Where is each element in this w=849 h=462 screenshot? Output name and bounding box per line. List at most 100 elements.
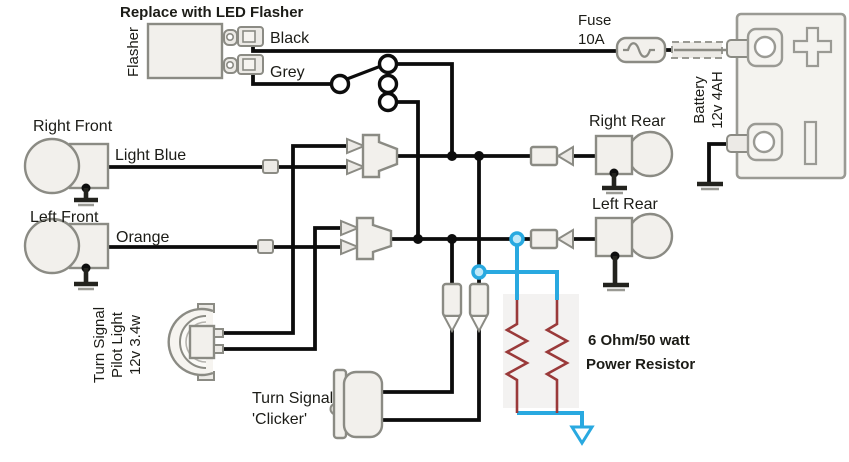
right-rear-lamp <box>594 130 674 195</box>
fuse-rating: 10A <box>578 31 605 48</box>
junction-dot <box>413 234 423 244</box>
lamp-bulb <box>626 212 674 260</box>
connector-body <box>529 145 559 167</box>
spade-prong <box>346 158 367 176</box>
arrow-terminal-icon <box>556 145 574 167</box>
blue-tap-dot-1 <box>509 231 525 247</box>
switch-right-feed-wire <box>394 62 454 156</box>
right-front-label: Right Front <box>33 118 113 135</box>
battery-negative-wire <box>707 142 731 184</box>
resistor-feed-right-circuit <box>479 270 559 300</box>
flasher-box <box>146 22 224 80</box>
splice-connector-right <box>346 133 399 179</box>
junction-dot <box>447 151 457 161</box>
orange-label: Orange <box>116 229 169 246</box>
blue-tap-dot-2 <box>471 264 487 280</box>
spade-inner <box>242 30 256 43</box>
fuse-label: Fuse <box>578 12 611 29</box>
flasher-terminal-black <box>223 26 264 47</box>
blue-labels: Replace with LED Flasher 6 Ohm/50 watt P… <box>120 4 695 373</box>
lamp-housing <box>594 134 634 176</box>
right-rear-connector <box>529 145 574 167</box>
junction-dot <box>474 151 484 161</box>
diode-body <box>441 282 463 318</box>
battery-label: Battery <box>691 76 708 124</box>
flasher-label: Flasher <box>125 27 142 77</box>
connector-body <box>529 228 559 250</box>
clicker-label-line1: Turn Signal <box>252 390 333 407</box>
resistor-ground-wire <box>517 411 584 427</box>
clicker-label-line2: 'Clicker' <box>252 411 307 428</box>
spade-prong <box>340 219 361 237</box>
junction-dot <box>447 234 457 244</box>
pilot-light <box>167 303 224 381</box>
right-rear-label: Right Rear <box>589 113 666 130</box>
resistor-label-line1: 6 Ohm/50 watt <box>588 332 690 349</box>
power-resistors <box>504 300 570 413</box>
pilot-label-line1: Turn Signal <box>91 307 108 383</box>
left-front-label: Left Front <box>30 209 99 226</box>
pilot-wire-left <box>221 226 343 351</box>
black-wiring <box>106 43 731 422</box>
diode-arrow-icon <box>469 315 489 334</box>
connector-body <box>355 216 393 261</box>
blue-wiring <box>479 239 595 446</box>
lamp-housing <box>594 216 634 258</box>
splice-connector-left <box>340 216 393 261</box>
flasher-grey-wire <box>251 71 334 86</box>
connector-body <box>361 133 399 179</box>
minus-icon <box>803 120 818 166</box>
power-resistor-2 <box>544 300 570 413</box>
pilot-terminal-2 <box>213 344 224 354</box>
switch-contact-left <box>377 91 399 113</box>
pilot-terminal-block <box>188 324 216 360</box>
turn-signal-switch <box>329 53 399 113</box>
junction-dots <box>413 151 484 244</box>
flasher-unit <box>146 22 264 80</box>
clicker-wire-1 <box>380 328 454 394</box>
battery-spec: 12v 4AH <box>709 71 726 129</box>
pilot-label-line2: Pilot Light <box>109 311 126 378</box>
left-rear-lamp <box>594 212 674 292</box>
terminal-hole <box>752 130 776 154</box>
lamp-bulb <box>23 137 81 195</box>
pilot-lens-arc <box>185 321 207 363</box>
clicker-wire-2 <box>380 328 481 422</box>
left-rear-label: Left Rear <box>592 196 658 213</box>
resistor-label-line2: Power Resistor <box>586 356 695 373</box>
fuse-body <box>615 36 667 64</box>
diode-right <box>441 282 463 334</box>
switch-lever <box>345 64 383 81</box>
plus-icon <box>792 26 833 68</box>
arrow-terminal-icon <box>556 228 574 250</box>
blue-ground-arrow-icon <box>569 425 595 446</box>
battery <box>697 12 847 191</box>
lamp-bulb <box>626 130 674 178</box>
battery-ground-symbol <box>697 181 723 191</box>
spade-inner <box>242 58 256 71</box>
spade-prong <box>340 238 361 256</box>
pilot-wire-right <box>221 144 349 335</box>
diode-body <box>468 282 490 318</box>
left-rear-connector <box>529 228 574 250</box>
battery-positive-terminal <box>726 27 784 68</box>
spade-prong <box>346 137 367 155</box>
grey-wire-label: Grey <box>270 64 305 81</box>
terminal-hole <box>753 35 777 59</box>
diode-arrow-icon <box>442 315 462 334</box>
terminal-hole <box>226 32 235 41</box>
turn-signal-clicker <box>329 368 384 440</box>
clicker-body <box>342 370 384 439</box>
pilot-terminal-1 <box>213 328 224 338</box>
power-resistor-1 <box>504 300 530 413</box>
black-wire-label: Black <box>270 30 310 47</box>
resistor-panel <box>503 294 579 408</box>
switch-left-feed-wire <box>393 100 420 241</box>
bullet-connector-lightblue <box>262 159 279 174</box>
switch-contact-off <box>377 73 399 95</box>
fuse-assembly <box>615 36 727 64</box>
right-front-lamp <box>23 137 110 207</box>
lamp-bulb <box>23 217 81 275</box>
